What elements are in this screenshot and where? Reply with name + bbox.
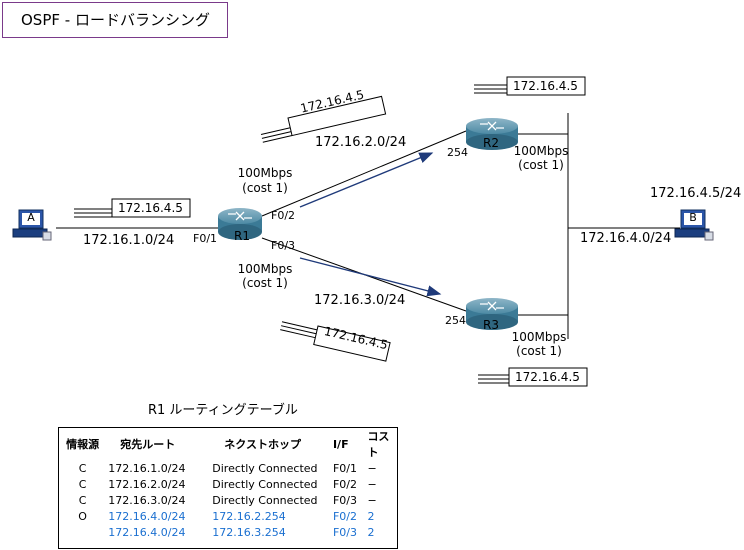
row-source: C [78,461,87,475]
link-r1-r2-cost: (cost 1) [242,181,288,195]
row-interface: F0/3 [332,525,357,539]
link-r1-r3-cost: (cost 1) [242,276,288,290]
row-source: C [78,477,87,491]
pc-b-icon [674,209,714,241]
packet-r2-dest: 172.16.4.5 [513,79,578,93]
path-arrow-r2 [299,152,434,208]
interface-f03: F0/3 [271,239,296,252]
packet-near-a [74,198,191,218]
network-label-2: 172.16.2.0/24 [315,135,407,150]
packet-near-r2 [474,76,586,96]
interface-f02: F0/2 [271,209,296,222]
table-row: C 172.16.2.0/24 Directly Connected F0/2 … [59,476,397,492]
row-cost: − [367,493,377,507]
row-cost: − [367,461,377,475]
row-source [59,524,106,540]
network-label-3: 172.16.3.0/24 [314,293,406,308]
header-destination: 宛先ルート [120,438,176,451]
routing-table-grid: 情報源 宛先ルート ネクストホップ I/F コスト C 172.16.1.0/2… [59,428,397,540]
link-r2-bandwidth: 100Mbps [513,144,569,158]
row-destination: 172.16.2.0/24 [108,477,186,491]
row-interface: F0/2 [332,477,357,491]
router-r3-icon [466,298,518,330]
link-r1-r2-bandwidth: 100Mbps [237,166,293,180]
row-cost: 2 [367,509,375,523]
router-r1-label: R1 [234,229,250,243]
interface-f01: F0/1 [193,232,218,245]
pc-a-icon [12,209,52,241]
row-destination: 172.16.3.0/24 [108,493,186,507]
routing-table-header-row: 情報源 宛先ルート ネクストホップ I/F コスト [59,428,397,460]
routing-table-title: R1 ルーティングテーブル [148,403,298,418]
router-r2-icon [466,118,518,150]
routing-table: 情報源 宛先ルート ネクストホップ I/F コスト C 172.16.1.0/2… [58,427,398,549]
header-interface: I/F [332,437,349,451]
packet-a-dest: 172.16.4.5 [118,201,183,215]
r2-interface-254: 254 [447,146,468,159]
link-r1-r2 [261,130,467,217]
packet-upper [260,95,387,143]
table-row: 172.16.4.0/24 172.16.3.254 F0/3 2 [59,524,397,540]
link-r3-bandwidth: 100Mbps [511,330,567,344]
network-label-1: 172.16.1.0/24 [83,233,175,248]
router-r2-label: R2 [483,136,499,150]
row-interface: F0/3 [332,493,357,507]
host-a-label: A [27,211,35,224]
host-b-address: 172.16.4.5/24 [650,186,742,201]
row-source: C [78,493,87,507]
host-b-label: B [689,211,697,224]
row-interface: F0/2 [332,509,357,523]
r3-interface-254: 254 [445,314,466,327]
packet-lower [280,321,391,362]
row-destination: 172.16.4.0/24 [108,525,186,539]
table-row: C 172.16.3.0/24 Directly Connected F0/3 … [59,492,397,508]
row-next-hop: 172.16.2.254 [212,509,286,523]
header-cost: コスト [367,430,390,459]
row-interface: F0/1 [332,461,357,475]
row-next-hop: Directly Connected [212,493,318,507]
link-r1-r3-bandwidth: 100Mbps [237,262,293,276]
row-next-hop: Directly Connected [212,461,318,475]
row-cost: 2 [367,525,375,539]
packet-r3-dest: 172.16.4.5 [515,370,580,384]
packet-near-r3 [478,367,588,387]
link-r2-cost: (cost 1) [518,158,564,172]
table-row: C 172.16.1.0/24 Directly Connected F0/1 … [59,460,397,476]
link-r3-cost: (cost 1) [516,344,562,358]
row-cost: − [367,477,377,491]
table-row: O 172.16.4.0/24 172.16.2.254 F0/2 2 [59,508,397,524]
header-next-hop: ネクストホップ [224,438,301,451]
row-next-hop: 172.16.3.254 [212,525,286,539]
router-r1-icon [218,208,262,240]
network-label-4: 172.16.4.0/24 [580,231,672,246]
row-next-hop: Directly Connected [212,477,318,491]
path-arrow-r3 [299,257,442,297]
header-source: 情報源 [66,438,100,451]
row-destination: 172.16.4.0/24 [108,509,186,523]
row-source: O [78,509,87,523]
row-destination: 172.16.1.0/24 [108,461,186,475]
diagram-title: OSPF - ロードバランシング [2,2,228,38]
router-r3-label: R3 [483,318,499,332]
